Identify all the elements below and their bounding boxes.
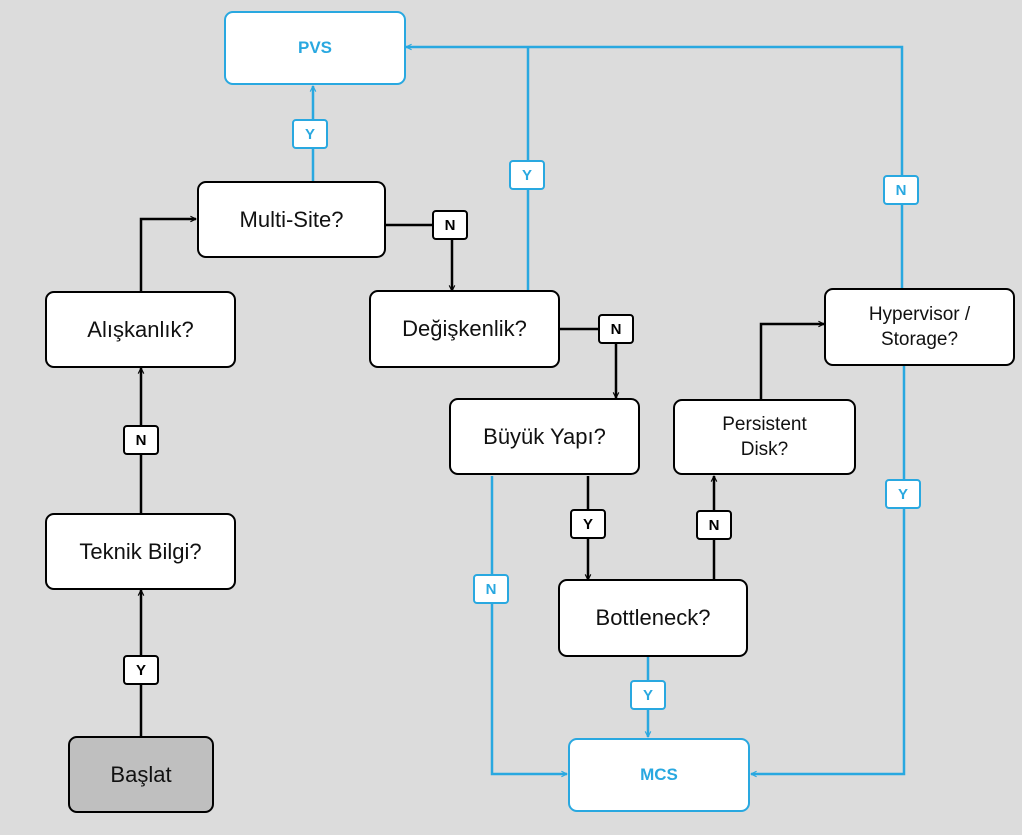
edge-label-baslat-teknik: Y	[123, 655, 159, 685]
mcs-label: MCS	[640, 765, 678, 784]
baslat-label: Başlat	[110, 761, 172, 787]
edge-label-buyuk-bottleneck: Y	[570, 509, 606, 539]
edge-label-hypervisor-mcs: Y	[885, 479, 921, 509]
edge-label-multisite-pvs: Y	[292, 119, 328, 149]
hypervisor-label-line2: Storage?	[880, 329, 959, 350]
persistent-disk-decision: Persistent Disk?	[673, 399, 856, 475]
bottleneck-label: Bottleneck?	[595, 605, 711, 630]
edge-label-degiskenlik-pvs: Y	[509, 160, 545, 190]
teknik-bilgi-label: Teknik Bilgi?	[79, 538, 202, 564]
persistent-disk-label-line2: Disk?	[740, 439, 789, 460]
edge-label-bottleneck-mcs: Y	[630, 680, 666, 710]
edge-label-buyuk-mcs: N	[473, 574, 509, 604]
edge-hypervisor-pvs	[406, 47, 904, 289]
bottleneck-decision: Bottleneck?	[558, 579, 748, 657]
edge-label-teknik-aliskanlik: N	[123, 425, 159, 455]
hypervisor-label-line1: Hypervisor /	[868, 304, 971, 325]
pvs-label: PVS	[297, 38, 333, 57]
edge-label-multisite-degiskenlik: N	[432, 210, 468, 240]
teknik-bilgi-decision: Teknik Bilgi?	[45, 513, 236, 590]
hypervisor-storage-decision: Hypervisor / Storage?	[824, 288, 1015, 366]
buyuk-yapi-decision: Büyük Yapı?	[449, 398, 640, 475]
edge-buyuk-mcs	[490, 476, 567, 774]
pvs-terminal: PVS	[224, 11, 406, 85]
degiskenlik-label: Değişkenlik?	[402, 316, 527, 341]
edge-persistent-hypervisor	[759, 324, 824, 399]
multi-site-label: Multi-Site?	[239, 206, 344, 232]
aliskanlik-decision: Alışkanlık?	[45, 291, 236, 368]
edge-label-hypervisor-pvs: N	[883, 175, 919, 205]
persistent-disk-label-line1: Persistent	[722, 414, 807, 435]
edge-aliskanlik-multisite	[139, 219, 196, 292]
edge-label-degiskenlik-buyuk: N	[598, 314, 634, 344]
aliskanlik-label: Alışkanlık?	[87, 316, 194, 342]
multi-site-decision: Multi-Site?	[197, 181, 386, 258]
edge-label-bottleneck-persistent: N	[696, 510, 732, 540]
buyuk-yapi-label: Büyük Yapı?	[483, 423, 606, 449]
baslat-start-node: Başlat	[68, 736, 214, 813]
degiskenlik-decision: Değişkenlik?	[369, 290, 560, 368]
mcs-terminal: MCS	[568, 738, 750, 812]
